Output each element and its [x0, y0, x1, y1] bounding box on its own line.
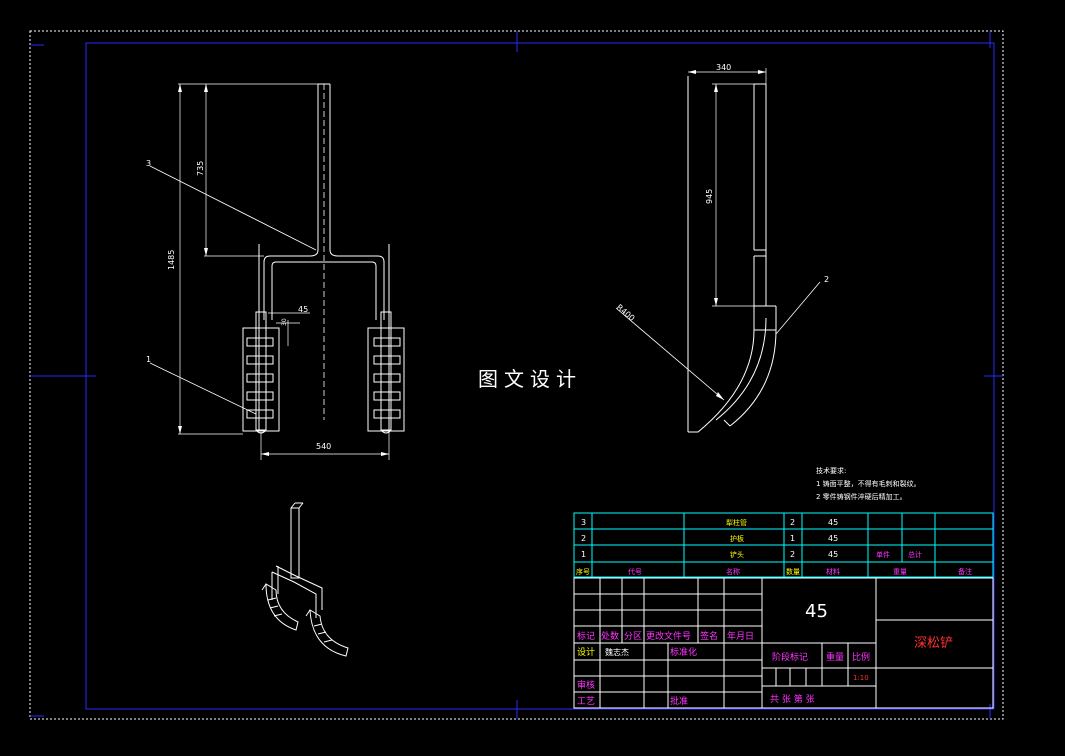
title-block [573, 577, 994, 709]
bom-r3-name: 铲头 [730, 550, 744, 559]
title-block-text: 45 深松铲 标记 处数 分区 更改文件号 签名 年月日 设计 魏志杰 标准化 … [577, 601, 953, 707]
bom-r3-no: 1 [581, 550, 586, 559]
bom-r1-qty: 2 [790, 518, 795, 527]
bom-h-remark: 备注 [958, 567, 972, 576]
bom-r1-no: 3 [581, 518, 586, 527]
tb-standard: 标准化 [670, 646, 697, 658]
bom-r1-material: 45 [828, 518, 838, 527]
dim-45: 45 [298, 305, 308, 314]
tb-date: 年月日 [727, 630, 754, 642]
bom-h-code: 代号 [628, 567, 642, 576]
watermark: 图文设计 [478, 367, 582, 391]
dim-945: 945 [705, 189, 714, 204]
dim-r400: R400 [615, 303, 637, 323]
tb-scale: 比例 [852, 651, 870, 663]
tb-zone: 分区 [624, 631, 642, 642]
bom-r2-name: 护板 [730, 534, 744, 543]
dim-735: 735 [196, 161, 205, 176]
tb-doc-no: 更改文件号 [646, 630, 691, 642]
tb-design: 设计 [577, 646, 595, 658]
tb-sign: 签名 [700, 630, 718, 642]
notes-line-1: 1 铸面平整，不得有毛刺和裂纹。 [816, 479, 921, 488]
bom-table [573, 512, 994, 578]
bom-r2-qty: 1 [790, 534, 795, 543]
dim-1485: 1485 [167, 250, 176, 270]
center-marks [30, 31, 1003, 719]
bom-h-name: 名称 [726, 567, 740, 576]
bom-h-weight: 重量 [893, 568, 907, 576]
bom-r2-no: 2 [581, 534, 586, 543]
label-1: 1 [146, 355, 151, 364]
bom-r3-qty: 2 [790, 550, 795, 559]
dim-30: 30 [281, 318, 288, 326]
front-arrows [178, 84, 389, 456]
bom-header: 序号 代号 名称 数量 材料 重量 备注 [576, 567, 972, 576]
tb-designer: 魏志杰 [605, 647, 629, 657]
bom-r3-unit: 单件 [876, 550, 890, 559]
tb-scale-value: 1:10 [853, 674, 869, 682]
bom-rows: 3 犁柱管 2 45 2 护板 1 45 1 铲头 2 45 单件 总计 [581, 518, 922, 559]
tb-sheets: 共 张 第 张 [770, 693, 815, 705]
bom-h-no: 序号 [576, 567, 590, 576]
dim-340: 340 [716, 63, 731, 72]
tb-count: 处数 [601, 630, 619, 642]
tb-review: 审核 [577, 679, 595, 691]
bom-r1-name: 犁柱管 [726, 518, 747, 527]
outer-sheet-frame [29, 30, 1004, 720]
notes-line-2: 2 零件铸钢件淬硬后精加工。 [816, 492, 907, 501]
bom-r2-material: 45 [828, 534, 838, 543]
tb-weight: 重量 [826, 651, 844, 663]
tb-process: 工艺 [577, 696, 595, 707]
title-material: 45 [805, 601, 828, 622]
front-view [149, 83, 405, 460]
bom-h-qty: 数量 [786, 567, 800, 576]
label-2: 2 [824, 275, 829, 284]
dim-540: 540 [316, 442, 331, 451]
tb-mark: 标记 [577, 630, 595, 642]
side-arrows [688, 70, 766, 400]
isometric-view [261, 502, 349, 657]
tb-stage: 阶段标记 [772, 651, 808, 663]
bom-r3-total: 总计 [908, 550, 922, 559]
bom-h-material: 材料 [826, 567, 840, 576]
side-view [615, 68, 821, 433]
drawing-name: 深松铲 [914, 636, 953, 651]
bom-r3-material: 45 [828, 550, 838, 559]
tb-approve: 批准 [670, 695, 688, 707]
notes-title: 技术要求: [816, 466, 846, 475]
label-3: 3 [146, 159, 151, 168]
